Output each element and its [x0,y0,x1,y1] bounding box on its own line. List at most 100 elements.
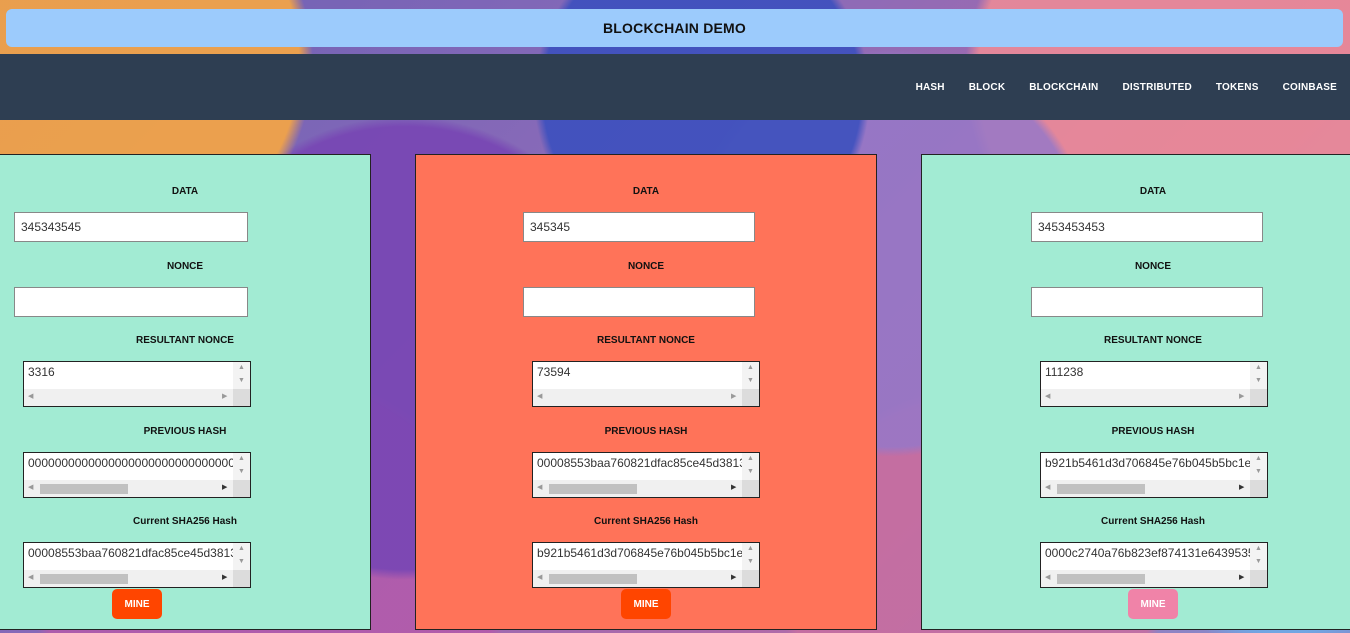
scroll-right-icon[interactable]: ▶ [222,393,228,400]
current-hash-label: Current SHA256 Hash [1101,516,1205,527]
vertical-scrollbar[interactable]: ▲ ▼ [1250,453,1267,480]
scroll-thumb[interactable] [549,484,637,494]
scroll-left-icon[interactable]: ◀ [537,484,543,491]
nav-coinbase[interactable]: COINBASE [1282,81,1337,93]
vertical-scrollbar[interactable]: ▲ ▼ [1250,543,1267,570]
nonce-input[interactable] [14,287,248,317]
data-input[interactable] [14,212,248,242]
vertical-scrollbar[interactable]: ▲ ▼ [742,362,759,389]
nav-blockchain[interactable]: BLOCKCHAIN [1029,81,1099,93]
scroll-down-icon[interactable]: ▼ [1255,468,1262,475]
scroll-right-icon[interactable]: ▶ [731,393,737,400]
scroll-up-icon[interactable]: ▲ [1255,545,1262,552]
scroll-left-icon[interactable]: ◀ [28,484,34,491]
scroll-down-icon[interactable]: ▼ [1255,558,1262,565]
resultant-nonce-textarea[interactable]: 3316 ▲ ▼ ◀ ▶ [23,361,251,407]
resultant-nonce-label: RESULTANT NONCE [136,335,234,346]
current-hash-value: 00008553baa760821dfac85ce45d3813a [28,546,233,560]
scroll-left-icon[interactable]: ◀ [537,393,543,400]
scroll-up-icon[interactable]: ▲ [747,455,754,462]
resultant-nonce-value: 73594 [537,365,571,379]
horizontal-scrollbar[interactable]: ◀ ▶ [1041,480,1250,497]
nav-links: HASH BLOCK BLOCKCHAIN DISTRIBUTED TOKENS… [892,54,1337,120]
scroll-thumb[interactable] [549,574,637,584]
horizontal-scrollbar[interactable]: ◀ ▶ [24,480,233,497]
vertical-scrollbar[interactable]: ▲ ▼ [742,453,759,480]
scroll-up-icon[interactable]: ▲ [1255,455,1262,462]
scroll-up-icon[interactable]: ▲ [238,364,245,371]
mine-button[interactable]: MINE [621,589,671,619]
nav-distributed[interactable]: DISTRIBUTED [1122,81,1192,93]
scrollbar-corner [742,389,759,406]
resultant-nonce-textarea[interactable]: 111238 ▲ ▼ ◀ ▶ [1040,361,1268,407]
vertical-scrollbar[interactable]: ▲ ▼ [1250,362,1267,389]
scroll-left-icon[interactable]: ◀ [1045,393,1051,400]
vertical-scrollbar[interactable]: ▲ ▼ [233,453,250,480]
scroll-down-icon[interactable]: ▼ [238,558,245,565]
data-input[interactable] [1031,212,1263,242]
vertical-scrollbar[interactable]: ▲ ▼ [233,543,250,570]
horizontal-scrollbar[interactable]: ◀ ▶ [24,570,233,587]
scroll-left-icon[interactable]: ◀ [28,393,34,400]
previous-hash-textarea[interactable]: b921b5461d3d706845e76b045b5bc1e ▲ ▼ ◀ ▶ [1040,452,1268,498]
scroll-down-icon[interactable]: ▼ [1255,377,1262,384]
scroll-left-icon[interactable]: ◀ [1045,574,1051,581]
scroll-left-icon[interactable]: ◀ [537,574,543,581]
scroll-up-icon[interactable]: ▲ [238,455,245,462]
horizontal-scrollbar[interactable]: ◀ ▶ [1041,389,1250,406]
mine-button[interactable]: MINE [112,589,162,619]
app-title-bar: BLOCKCHAIN DEMO [6,9,1343,47]
current-hash-textarea[interactable]: 00008553baa760821dfac85ce45d3813a ▲ ▼ ◀ … [23,542,251,588]
current-hash-textarea[interactable]: 0000c2740a76b823ef874131e6439535 ▲ ▼ ◀ ▶ [1040,542,1268,588]
scroll-up-icon[interactable]: ▲ [747,364,754,371]
current-hash-value: 0000c2740a76b823ef874131e6439535 [1045,546,1250,560]
scroll-down-icon[interactable]: ▼ [747,468,754,475]
nav-hash[interactable]: HASH [915,81,945,93]
scroll-down-icon[interactable]: ▼ [238,377,245,384]
resultant-nonce-textarea[interactable]: 73594 ▲ ▼ ◀ ▶ [532,361,760,407]
horizontal-scrollbar[interactable]: ◀ ▶ [24,389,233,406]
scroll-thumb[interactable] [1057,574,1145,584]
horizontal-scrollbar[interactable]: ◀ ▶ [533,570,742,587]
scroll-right-icon[interactable]: ▶ [731,574,737,581]
previous-hash-label: PREVIOUS HASH [604,426,688,437]
scroll-right-icon[interactable]: ▶ [1239,484,1245,491]
nav-tokens[interactable]: TOKENS [1215,81,1259,93]
scroll-thumb[interactable] [40,484,128,494]
current-hash-textarea[interactable]: b921b5461d3d706845e76b045b5bc1e ▲ ▼ ◀ ▶ [532,542,760,588]
scroll-thumb[interactable] [40,574,128,584]
scroll-up-icon[interactable]: ▲ [238,545,245,552]
scrollbar-corner [742,570,759,587]
nonce-input[interactable] [523,287,755,317]
data-input[interactable] [523,212,755,242]
scroll-right-icon[interactable]: ▶ [1239,393,1245,400]
scrollbar-corner [1250,570,1267,587]
data-label: DATA [171,186,199,197]
previous-hash-textarea[interactable]: 00008553baa760821dfac85ce45d3813 ▲ ▼ ◀ ▶ [532,452,760,498]
scroll-down-icon[interactable]: ▼ [747,558,754,565]
scroll-thumb[interactable] [1057,484,1145,494]
horizontal-scrollbar[interactable]: ◀ ▶ [533,389,742,406]
scroll-left-icon[interactable]: ◀ [1045,484,1051,491]
scroll-down-icon[interactable]: ▼ [238,468,245,475]
scroll-right-icon[interactable]: ▶ [222,574,228,581]
horizontal-scrollbar[interactable]: ◀ ▶ [533,480,742,497]
previous-hash-textarea[interactable]: 0000000000000000000000000000000000 ▲ ▼ ◀… [23,452,251,498]
scroll-left-icon[interactable]: ◀ [28,574,34,581]
vertical-scrollbar[interactable]: ▲ ▼ [233,362,250,389]
block-card-3: DATA NONCE RESULTANT NONCE 111238 ▲ ▼ ◀ … [921,154,1350,630]
mine-button-disabled[interactable]: MINE [1128,589,1178,619]
nonce-input[interactable] [1031,287,1263,317]
current-hash-label: Current SHA256 Hash [594,516,698,527]
scroll-right-icon[interactable]: ▶ [222,484,228,491]
previous-hash-label: PREVIOUS HASH [143,426,227,437]
scroll-right-icon[interactable]: ▶ [1239,574,1245,581]
scroll-up-icon[interactable]: ▲ [1255,364,1262,371]
scroll-down-icon[interactable]: ▼ [747,377,754,384]
horizontal-scrollbar[interactable]: ◀ ▶ [1041,570,1250,587]
vertical-scrollbar[interactable]: ▲ ▼ [742,543,759,570]
scroll-right-icon[interactable]: ▶ [731,484,737,491]
scrollbar-corner [233,480,250,497]
nav-block[interactable]: BLOCK [968,81,1006,93]
scroll-up-icon[interactable]: ▲ [747,545,754,552]
